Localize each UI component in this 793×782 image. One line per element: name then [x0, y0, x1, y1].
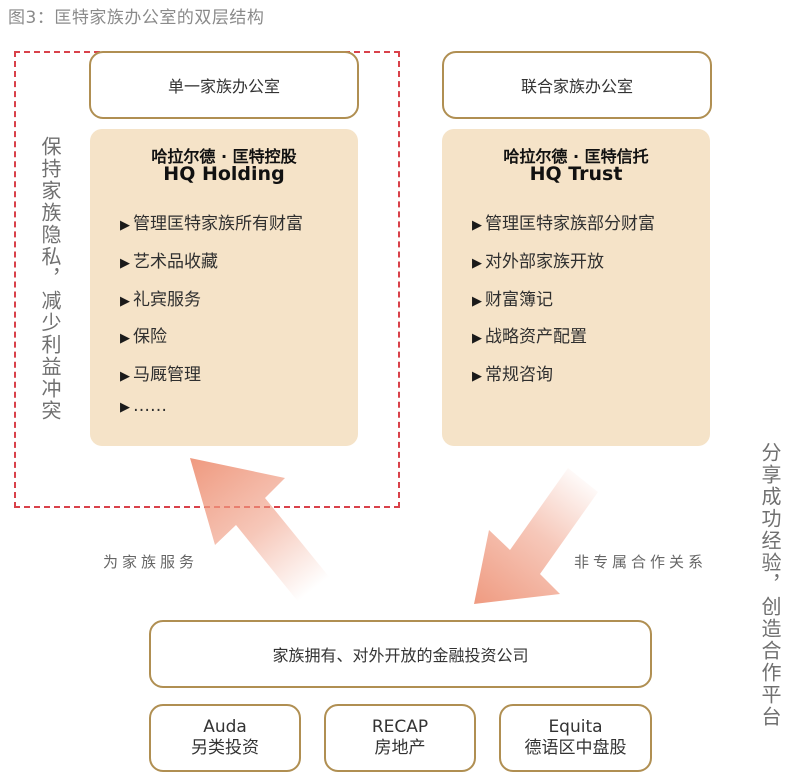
triangle-right-icon: ▶: [120, 294, 130, 309]
single-family-office-header: 单一家族办公室: [89, 51, 359, 119]
right-side-text: 分享成功经验，创造合作平台: [758, 442, 782, 728]
triangle-right-icon: ▶: [120, 369, 130, 384]
arrow-down-left: [474, 468, 598, 604]
list-item: ▶……: [120, 396, 167, 416]
list-item: ▶艺术品收藏: [120, 252, 218, 272]
company-recap: RECAP 房地产: [324, 704, 476, 772]
list-item: ▶礼宾服务: [120, 290, 201, 310]
triangle-right-icon: ▶: [120, 400, 130, 415]
investment-company-box: 家族拥有、对外开放的金融投资公司: [149, 620, 652, 688]
list-item: ▶财富簿记: [472, 290, 553, 310]
triangle-right-icon: ▶: [472, 331, 482, 346]
hq-holding-title-zh: 哈拉尔德 · 匡特控股: [151, 147, 297, 166]
triangle-right-icon: ▶: [472, 294, 482, 309]
hq-trust-panel: 哈拉尔德 · 匡特信托 HQ Trust ▶管理匡特家族部分财富 ▶对外部家族开…: [442, 129, 710, 446]
triangle-right-icon: ▶: [120, 218, 130, 233]
list-item: ▶对外部家族开放: [472, 252, 604, 272]
list-item: ▶常规咨询: [472, 365, 553, 385]
list-item: ▶管理匡特家族所有财富: [120, 214, 303, 234]
multi-family-office-header: 联合家族办公室: [442, 51, 712, 119]
triangle-right-icon: ▶: [120, 256, 130, 271]
arrow-up-left: [190, 458, 330, 604]
hq-trust-title-en: HQ Trust: [529, 163, 623, 185]
arrow-right-label: 非专属合作关系: [574, 553, 708, 571]
company-equita: Equita 德语区中盘股: [499, 704, 652, 772]
list-item: ▶管理匡特家族部分财富: [472, 214, 655, 234]
list-item: ▶战略资产配置: [472, 327, 587, 347]
list-item: ▶保险: [120, 327, 167, 347]
triangle-right-icon: ▶: [472, 369, 482, 384]
hq-holding-panel: 哈拉尔德 · 匡特控股 HQ Holding ▶管理匡特家族所有财富 ▶艺术品收…: [90, 129, 358, 446]
company-auda: Auda 另类投资: [149, 704, 301, 772]
hq-trust-title-zh: 哈拉尔德 · 匡特信托: [503, 147, 649, 166]
left-side-text: 保持家族隐私，减少利益冲突: [38, 136, 62, 422]
list-item: ▶马厩管理: [120, 365, 201, 385]
triangle-right-icon: ▶: [120, 331, 130, 346]
triangle-right-icon: ▶: [472, 256, 482, 271]
hq-holding-title-en: HQ Holding: [163, 163, 285, 185]
arrow-left-label: 为家族服务: [103, 553, 199, 571]
figure-title: 图3：匡特家族办公室的双层结构: [8, 8, 265, 28]
triangle-right-icon: ▶: [472, 218, 482, 233]
